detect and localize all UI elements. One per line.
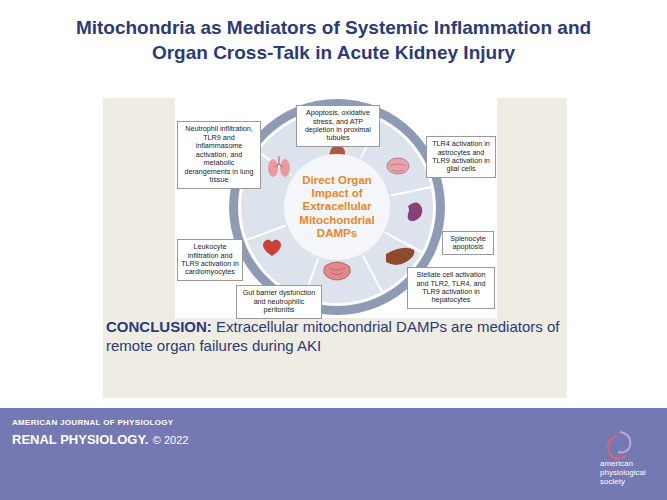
- segment-lines: [247, 121, 431, 297]
- segment-line: [247, 226, 286, 240]
- journal-section: RENAL PHYSIOLOGY.: [12, 432, 148, 447]
- image-area: [175, 98, 497, 318]
- lung-icon: [268, 159, 278, 177]
- effect-text: Leukocyte infiltration and TLR9 activati…: [181, 243, 239, 277]
- spleen-icon: [408, 202, 423, 221]
- effect-text: Apoptosis, oxidative stress, and ATP dep…: [300, 109, 376, 143]
- gut-icon: [324, 262, 351, 280]
- society-logo: [608, 432, 630, 459]
- effect-box: TLR4 activation in astrocytes and TLR9 a…: [426, 136, 496, 178]
- center-circle: Direct Organ Impact of Extracellular Mit…: [284, 154, 390, 260]
- effect-box: Apoptosis, oxidative stress, and ATP dep…: [296, 105, 380, 147]
- brain-icon: [387, 158, 409, 174]
- journal-name: AMERICAN JOURNAL OF PHYSIOLOGY: [12, 418, 188, 427]
- effect-box: Leukocyte infiltration and TLR9 activati…: [177, 239, 243, 281]
- center-text: Direct Organ Impact of Extracellular Mit…: [292, 174, 382, 240]
- society-block: american physiological society: [600, 460, 660, 486]
- conclusion: CONCLUSION: Extracellular mitochondrial …: [106, 318, 561, 356]
- effect-box: Neutrophil infiltration, TLR9 and inflam…: [177, 121, 261, 188]
- organ-icons: [263, 145, 422, 280]
- society-name: american physiological society: [600, 459, 646, 486]
- effect-text: Gut barrier dysfunction and neutrophilic…: [240, 289, 318, 314]
- effect-text: Stellate cell activation and TLR2, TLR4,…: [411, 271, 491, 305]
- segment-line: [391, 187, 431, 196]
- panel: [103, 98, 567, 398]
- liver-icon: [386, 248, 414, 265]
- conclusion-heading: CONCLUSION:: [106, 318, 212, 335]
- footer-band: [0, 408, 667, 500]
- effect-text: Neutrophil infiltration, TLR9 and inflam…: [181, 125, 257, 184]
- heart-icon: [263, 240, 281, 257]
- title: Mitochondria as Mediators of Systemic In…: [48, 16, 619, 65]
- effect-text: TLR4 activation in astrocytes and TLR9 a…: [430, 140, 492, 174]
- copyright: © 2022: [153, 434, 189, 446]
- effect-box: Stellate cell activation and TLR2, TLR4,…: [407, 267, 495, 309]
- effect-text: Splenocyte apoptosis: [446, 235, 490, 252]
- effect-box: Gut barrier dysfunction and neutrophilic…: [236, 285, 322, 318]
- segment-line: [363, 256, 382, 292]
- journal-block: AMERICAN JOURNAL OF PHYSIOLOGY RENAL PHYS…: [12, 418, 188, 448]
- effect-box: Splenocyte apoptosis: [442, 231, 494, 256]
